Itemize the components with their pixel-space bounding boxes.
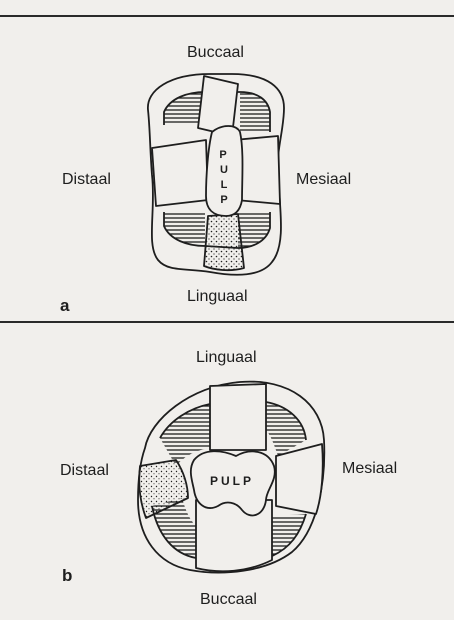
- cusp-buccal-mesial-a: [240, 92, 270, 132]
- tooth-diagram-b: PULP: [0, 320, 454, 620]
- lingual-segment-a: [204, 214, 244, 270]
- cusp-buccal-mesial-b: [272, 514, 306, 556]
- tooth-diagram-a: P U L P: [0, 0, 454, 320]
- cusp-lingual-distal-a: [164, 212, 205, 246]
- pulp-letter-a-3: L: [221, 179, 228, 191]
- pulp-letter-a-1: P: [219, 149, 226, 161]
- distal-segment-a: [152, 140, 208, 206]
- cusp-lingual-mesial-a: [238, 212, 270, 248]
- pulp-letter-a-2: U: [220, 164, 228, 176]
- pulp-label-b: PULP: [210, 474, 254, 488]
- mesial-segment-b: [276, 444, 323, 514]
- lingual-segment-b: [210, 384, 266, 450]
- pulp-letter-a-4: P: [220, 194, 227, 206]
